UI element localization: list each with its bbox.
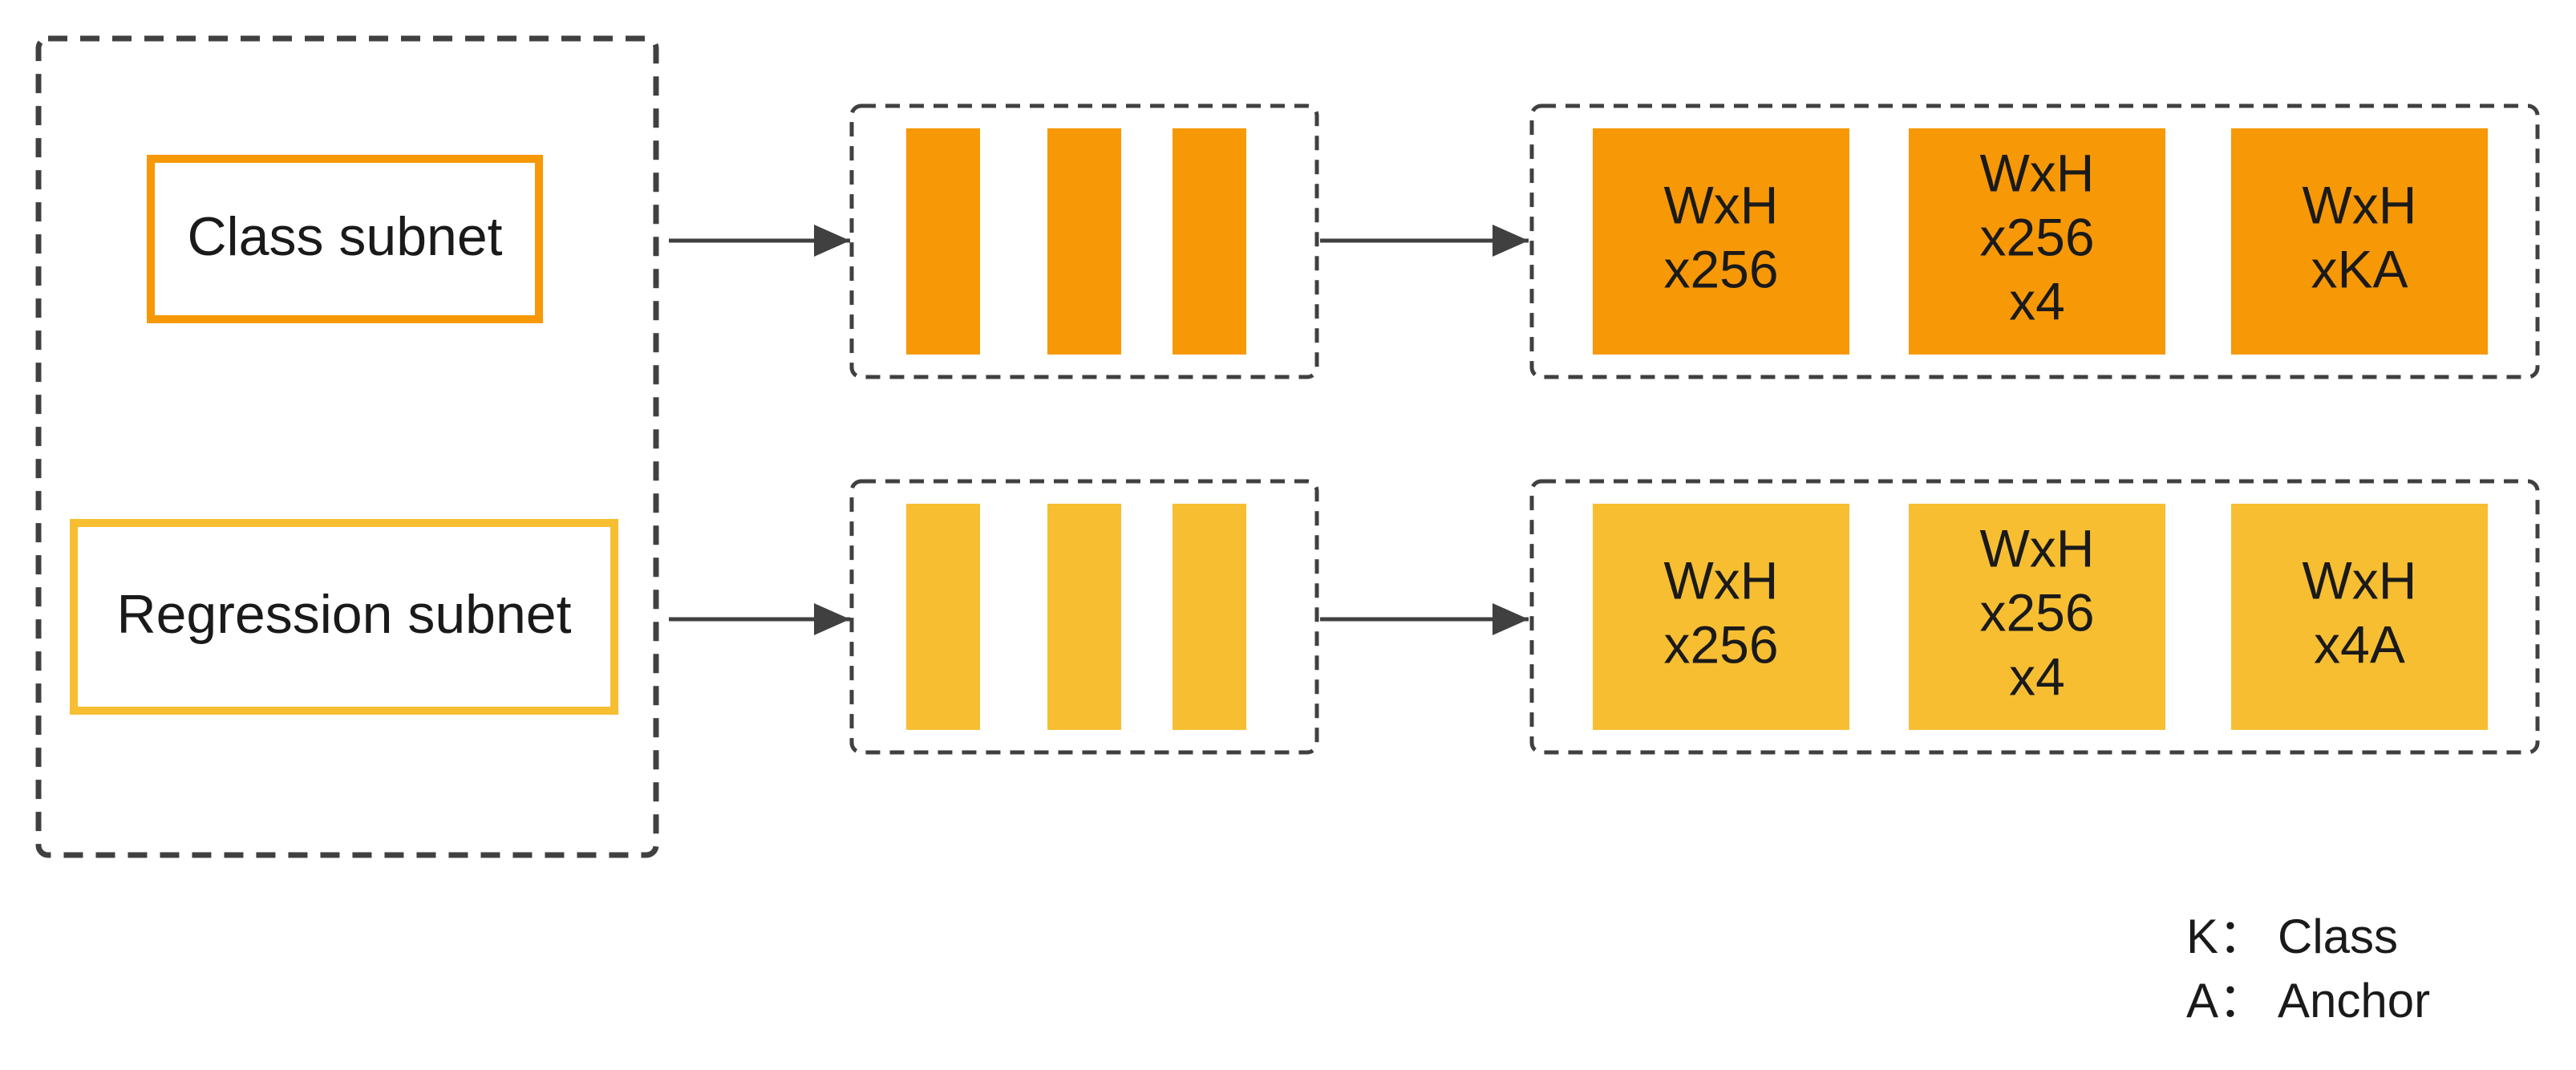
class-conv-layer-2 <box>1047 128 1121 355</box>
regression-output-block-3-line-1: WxH <box>2303 550 2417 610</box>
legend-key-k: K： <box>2186 910 2266 963</box>
class-output-block-2-line-3: x4 <box>2009 271 2065 330</box>
regression-output-block-2-line-2: x256 <box>1979 582 2094 642</box>
regression-output-block-2-line-1: WxH <box>1980 518 2095 578</box>
regression-subnet-box: Regression subnet <box>70 519 618 715</box>
class-subnet-label: Class subnet <box>187 206 502 267</box>
regression-conv-stack <box>849 479 1319 755</box>
class-output-block-3 <box>2231 128 2488 355</box>
legend-value-anchor: Anchor <box>2278 974 2430 1027</box>
regression-conv-layer-1 <box>906 504 980 730</box>
class-output-block-2-line-2: x256 <box>1979 207 2094 266</box>
class-output-block-2-line-1: WxH <box>1980 143 2095 202</box>
regression-conv-layer-3 <box>1173 504 1246 730</box>
regression-conv-layer-2 <box>1047 504 1121 730</box>
class-conv-layer-1 <box>906 128 980 355</box>
legend: K： Class A： Anchor <box>2186 910 2430 1027</box>
regression-output-block-3 <box>2231 504 2488 730</box>
class-output-block-2 <box>1909 128 2165 355</box>
subnet-group-container <box>35 35 659 858</box>
class-conv-layer-3 <box>1173 128 1246 355</box>
regression-output-block-1 <box>1593 504 1849 730</box>
regression-output-block-2 <box>1909 504 2165 730</box>
class-output-block-1-line-2: x256 <box>1663 239 1778 298</box>
regression-output-block-1-line-2: x256 <box>1663 614 1778 674</box>
class-output-block-3-line-2: xKA <box>2311 239 2408 298</box>
class-output-block-3-line-1: WxH <box>2303 175 2417 234</box>
regression-output-block-3-line-2: x4A <box>2314 614 2405 674</box>
regression-output-block-2-line-3: x4 <box>2009 646 2065 706</box>
regression-subnet-label: Regression subnet <box>116 584 571 645</box>
regression-conv-stack-border <box>849 479 1319 755</box>
legend-key-a: A： <box>2186 974 2266 1027</box>
class-conv-stack-border <box>849 103 1319 379</box>
class-output-block-1-line-1: WxH <box>1664 175 1779 234</box>
class-output-block-1 <box>1593 128 1849 355</box>
regression-output-block-1-line-1: WxH <box>1664 550 1779 610</box>
class-outputs-container <box>1529 103 2540 379</box>
class-subnet-box: Class subnet <box>147 155 543 323</box>
legend-value-class: Class <box>2278 910 2398 963</box>
regression-outputs-container <box>1529 479 2540 755</box>
class-conv-stack <box>849 103 1319 379</box>
